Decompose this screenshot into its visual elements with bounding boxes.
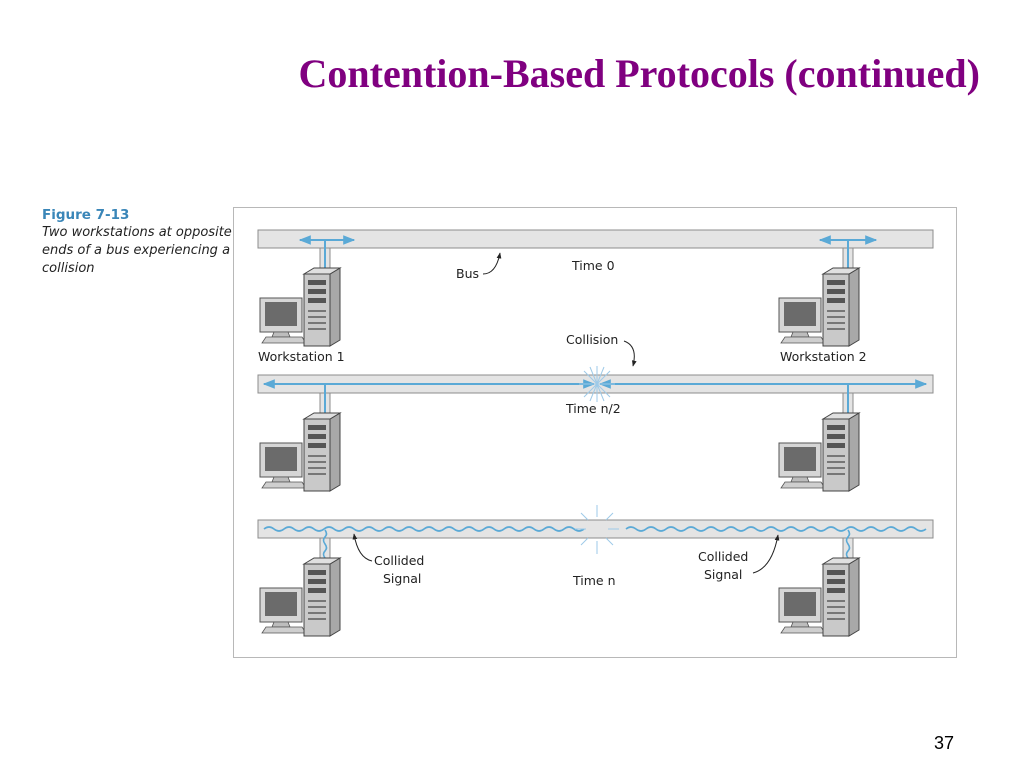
collided-signal-wave-left xyxy=(263,526,585,532)
label-collision: Collision xyxy=(566,332,618,347)
bus-time-n xyxy=(257,519,934,539)
time-n-panel: Collided Signal Time n Collided Signal xyxy=(257,505,934,637)
figure-description: Two workstations at opposite ends of a b… xyxy=(42,225,232,276)
workstation-1-icon-half xyxy=(259,412,341,492)
label-workstation1: Workstation 1 xyxy=(258,349,345,364)
slide-title: Contention-Based Protocols (continued) xyxy=(298,51,980,96)
time-half-panel: Collision Time n/2 xyxy=(257,332,934,492)
label-bus: Bus xyxy=(456,266,479,281)
label-workstation2: Workstation 2 xyxy=(780,349,867,364)
collision-burst-icon-n xyxy=(575,505,619,554)
bus-time0 xyxy=(257,229,934,249)
workstation-1-icon-n xyxy=(259,557,341,637)
figure-caption: Figure 7-13 Two workstations at opposite… xyxy=(42,206,232,278)
label-collided-signal-left-1: Collided xyxy=(374,553,424,568)
collision-burst-icon xyxy=(579,366,615,402)
workstation-2-icon-half xyxy=(778,412,860,492)
page-number: 37 xyxy=(934,733,955,753)
time0-panel: Bus Time 0 Workstation 1 Workstation 2 xyxy=(257,229,934,364)
workstation-2-icon-n xyxy=(778,557,860,637)
label-time-half: Time n/2 xyxy=(565,401,621,416)
label-collided-signal-left-2: Signal xyxy=(383,571,421,586)
figure-number: Figure 7-13 xyxy=(42,207,130,223)
label-time0: Time 0 xyxy=(571,258,615,273)
workstation-2-icon xyxy=(778,267,860,347)
workstation-1-icon xyxy=(259,267,341,347)
collided-signal-wave-right xyxy=(625,526,927,532)
label-collided-signal-right-2: Signal xyxy=(704,567,742,582)
label-collided-signal-right-1: Collided xyxy=(698,549,748,564)
bus-collision-diagram: Bus Time 0 Workstation 1 Workstation 2 xyxy=(233,207,957,658)
label-time-n: Time n xyxy=(572,573,616,588)
